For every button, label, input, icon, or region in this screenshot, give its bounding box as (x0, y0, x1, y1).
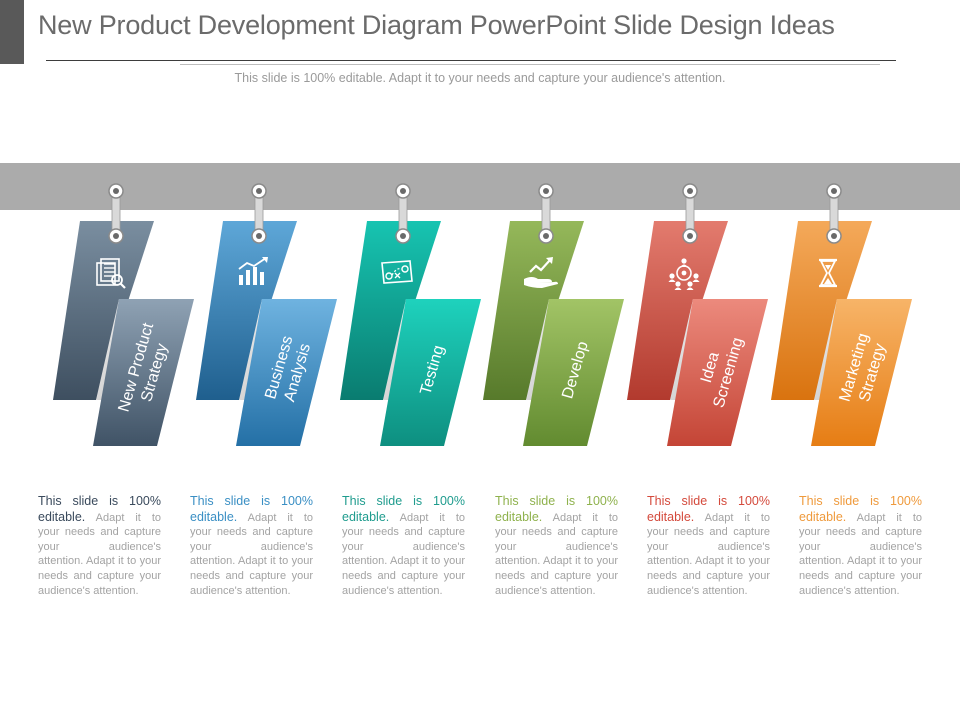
step-description-1: This slide is 100% editable. Adapt it to… (38, 494, 161, 598)
description-lead: This slide is 100% editable. (38, 494, 161, 524)
documents-magnifier-icon (96, 258, 126, 289)
tag-front-panel (93, 299, 194, 446)
step-description-6: This slide is 100% editable. Adapt it to… (799, 494, 922, 598)
step-description-5: This slide is 100% editable. Adapt it to… (647, 494, 770, 598)
hand-growth-icon (524, 257, 558, 288)
tag-back-panel (771, 221, 872, 400)
step-description-3: This slide is 100% editable. Adapt it to… (342, 494, 465, 598)
description-body: Adapt it to your needs and capture your … (647, 511, 770, 597)
description-body: Adapt it to your needs and capture your … (495, 511, 618, 597)
page-subtitle: This slide is 100% editable. Adapt it to… (234, 71, 726, 85)
step-description-2: This slide is 100% editable. Adapt it to… (190, 494, 313, 598)
bar-chart-icon (238, 257, 268, 285)
tag-hook (682, 183, 698, 244)
tag-back-panel (53, 221, 154, 400)
hanging-rail (0, 163, 960, 210)
tag-hook (826, 183, 842, 244)
step-tag-5: IdeaScreening (627, 183, 768, 446)
tag-back-panel (196, 221, 297, 400)
tag-hook (108, 183, 124, 244)
step-tag-4: Develop (483, 183, 624, 446)
description-lead: This slide is 100% editable. (190, 494, 313, 524)
step-tag-2: BusinessAnalysis (196, 183, 337, 446)
subtitle-divider (180, 64, 880, 65)
description-lead: This slide is 100% editable. (647, 494, 770, 524)
description-lead: This slide is 100% editable. (799, 494, 922, 524)
description-body: Adapt it to your needs and capture your … (38, 511, 161, 597)
strategy-board-icon (381, 260, 413, 284)
tag-front-panel (667, 299, 768, 446)
tag-front-panel (811, 299, 912, 446)
tag-front-panel (523, 299, 624, 446)
page-title: New Product Development Diagram PowerPoi… (38, 10, 835, 40)
description-lead: This slide is 100% editable. (342, 494, 465, 524)
hourglass-icon (819, 258, 837, 288)
title-accent-bar (0, 0, 24, 64)
title-divider (46, 60, 896, 61)
team-network-icon (668, 258, 700, 290)
tag-hook (395, 183, 411, 244)
step-tag-3: Testing (340, 183, 481, 446)
tag-back-panel (627, 221, 728, 400)
tag-back-panel (340, 221, 441, 400)
description-body: Adapt it to your needs and capture your … (799, 511, 922, 597)
tag-hook (538, 183, 554, 244)
description-lead: This slide is 100% editable. (495, 494, 618, 524)
tag-front-panel (380, 299, 481, 446)
tag-front-panel (236, 299, 337, 446)
description-body: Adapt it to your needs and capture your … (342, 511, 465, 597)
step-tag-1: New ProductStrategy (53, 183, 194, 446)
tag-back-panel (483, 221, 584, 400)
tag-hook (251, 183, 267, 244)
step-tag-6: MarketingStrategy (771, 183, 912, 446)
step-description-4: This slide is 100% editable. Adapt it to… (495, 494, 618, 598)
description-body: Adapt it to your needs and capture your … (190, 511, 313, 597)
